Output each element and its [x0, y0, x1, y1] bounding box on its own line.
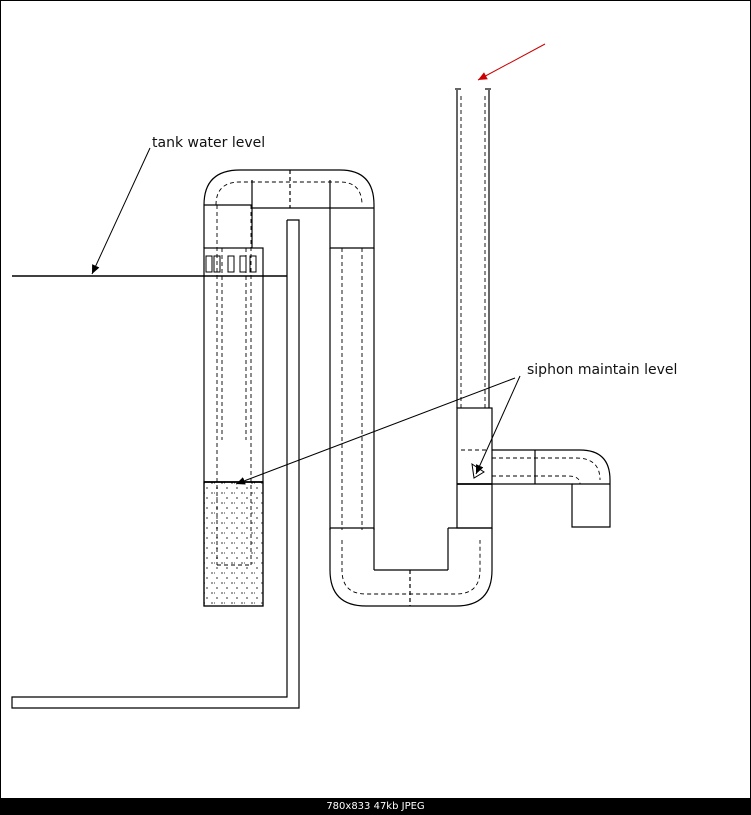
siphon-maintain-level-label: siphon maintain level — [527, 362, 677, 378]
tank-water-level-label: tank water level — [152, 135, 265, 151]
siphon-level-leader-left — [235, 377, 516, 485]
image-info-bar: 780x833 47kb JPEG — [0, 799, 751, 815]
siphon-lower-bend — [329, 527, 493, 607]
siphon-diagram: tank water level siphon maintain level — [11, 43, 677, 709]
intake-inner-pipe — [216, 205, 252, 566]
vent-riser — [455, 88, 491, 408]
siphon-upper-bend — [203, 169, 375, 249]
tank-water-level-leader — [91, 147, 151, 275]
siphon-level-leader-right — [475, 375, 521, 475]
level-indicator-mark — [471, 462, 485, 479]
siphon-down-pipe — [329, 248, 375, 530]
tee-fitting — [456, 407, 493, 529]
outlet-elbow — [492, 449, 611, 528]
intake-slots — [205, 255, 257, 273]
tank-wall — [11, 219, 300, 709]
vent-red-arrow — [477, 43, 546, 81]
intake-chamber — [203, 247, 264, 607]
